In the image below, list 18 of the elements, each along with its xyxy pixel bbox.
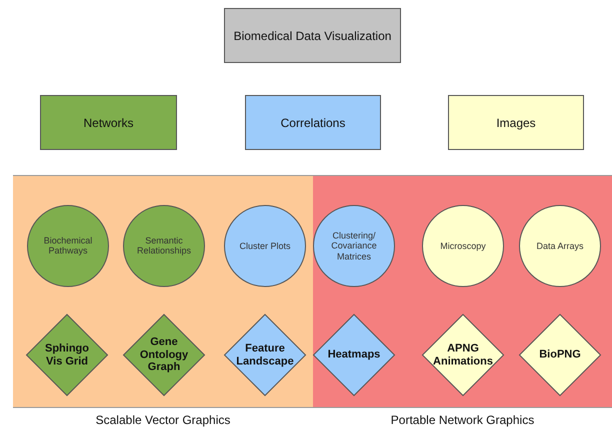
category-box: Biomedical Data Visualization (224, 8, 401, 63)
node-label: Heatmaps (326, 348, 382, 362)
node-label: BioPNG (538, 348, 582, 362)
node-label: Clustering/ Covariance Matrices (330, 230, 378, 262)
node-label: Feature Landscape (235, 342, 295, 368)
node-label: Semantic Relationships (136, 236, 192, 256)
category-box: Images (448, 95, 584, 150)
node-label: APNG Animations (433, 342, 493, 368)
band-caption: Portable Network Graphics (390, 413, 536, 427)
category-box: Correlations (245, 95, 381, 150)
node-label: Data Arrays (535, 240, 585, 252)
node-label: Biochemical Pathways (42, 236, 94, 256)
band-caption: Scalable Vector Graphics (94, 413, 232, 427)
node-label: Microscopy (439, 240, 487, 252)
category-box: Networks (40, 95, 177, 150)
node-label: Sphingo Vis Grid (44, 342, 90, 368)
node-label: Gene Ontology Graph (138, 336, 190, 374)
node-label: Cluster Plots (238, 240, 292, 252)
